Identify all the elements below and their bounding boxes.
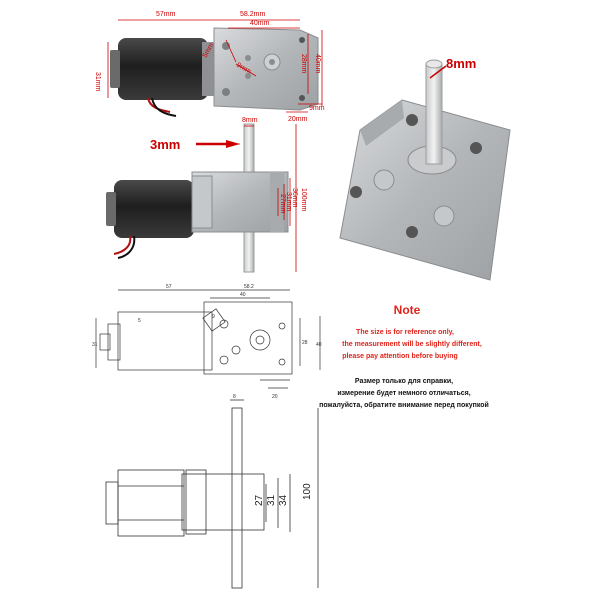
photo-top-view: 57mm 58.2mm 40mm 31mm 5mm 9mm 28mm 40mm … <box>94 11 325 123</box>
photo-side-view: 3mm 8mm 100mm 36mm 31mm 27mm <box>106 117 307 273</box>
draw-dim-8: 8 <box>233 394 236 400</box>
draw-dim-58-2: 58.2 <box>244 284 254 290</box>
motor-photo-top <box>110 38 216 117</box>
draw-dim-34: 34 <box>278 494 289 506</box>
draw-dim-40-height: 40 <box>316 342 322 348</box>
draw-dim-40: 40 <box>240 292 246 298</box>
callout-8mm: 8mm <box>446 56 476 71</box>
dim-9mm-bottom: 9mm <box>309 105 325 112</box>
dim-31mm-side: 31mm <box>285 192 292 212</box>
gearbox-photo-side <box>191 171 289 233</box>
note-line-2: the measurement will be slightly differe… <box>342 341 482 348</box>
note-ru-line-2: измерение будет немного отличаться, <box>337 389 470 397</box>
draw-dim-28: 28 <box>302 340 308 346</box>
draw-dim-57: 57 <box>166 284 172 290</box>
drawing-side-view <box>105 399 319 589</box>
arrow-3mm-icon <box>226 140 240 148</box>
draw-dim-27: 27 <box>254 494 265 506</box>
mount-hole-icon <box>406 114 418 126</box>
drawing-top-view <box>95 289 321 389</box>
dim-27mm: 27mm <box>279 194 286 214</box>
draw-dim-31: 31 <box>92 342 98 348</box>
gearbox-photo-top <box>213 27 319 111</box>
draw-dim-31: 31 <box>266 494 277 506</box>
mount-hole-icon <box>470 142 482 154</box>
dim-28mm: 28mm <box>300 54 307 74</box>
note-ru-line-3: пожалуйста, обратите внимание перед поку… <box>319 401 489 409</box>
dim-36mm: 36mm <box>291 188 298 208</box>
note-line-3: please pay attention before buying <box>342 353 458 360</box>
note-ru-line-1: Размер только для справки, <box>355 378 453 385</box>
drawing-top-labels: 57 58.2 40 5 31 9 28 40 20 <box>92 284 322 400</box>
dim-8mm-side: 8mm <box>242 117 258 124</box>
draw-dim-20: 20 <box>272 394 278 400</box>
note-title: Note <box>394 303 421 317</box>
motor-photo-side <box>106 180 194 259</box>
dim-20mm: 20mm <box>288 116 308 123</box>
dim-57mm: 57mm <box>156 11 176 18</box>
dim-40mm-height: 40mm <box>314 54 321 74</box>
drawing-side-labels: 8 100 34 31 27 <box>233 394 313 506</box>
dimension-lines-top <box>107 19 323 113</box>
dim-58-2mm: 58.2mm <box>240 11 265 18</box>
note-block: Note The size is for reference only, the… <box>319 303 489 409</box>
note-line-1: The size is for reference only, <box>356 329 454 336</box>
mount-hole-icon <box>406 226 418 238</box>
output-shaft-photo <box>425 63 443 165</box>
draw-dim-5: 5 <box>138 318 141 324</box>
dim-40mm-width: 40mm <box>250 20 270 27</box>
draw-dim-100: 100 <box>302 483 313 500</box>
callout-3mm: 3mm <box>150 137 180 152</box>
mount-hole-icon <box>350 186 362 198</box>
callout-line-8mm <box>429 65 447 79</box>
draw-dim-9: 9 <box>212 314 215 320</box>
photo-gearbox-closeup: 8mm <box>339 56 511 281</box>
dim-31mm: 31mm <box>94 72 101 92</box>
dim-100mm: 100mm <box>300 188 307 212</box>
